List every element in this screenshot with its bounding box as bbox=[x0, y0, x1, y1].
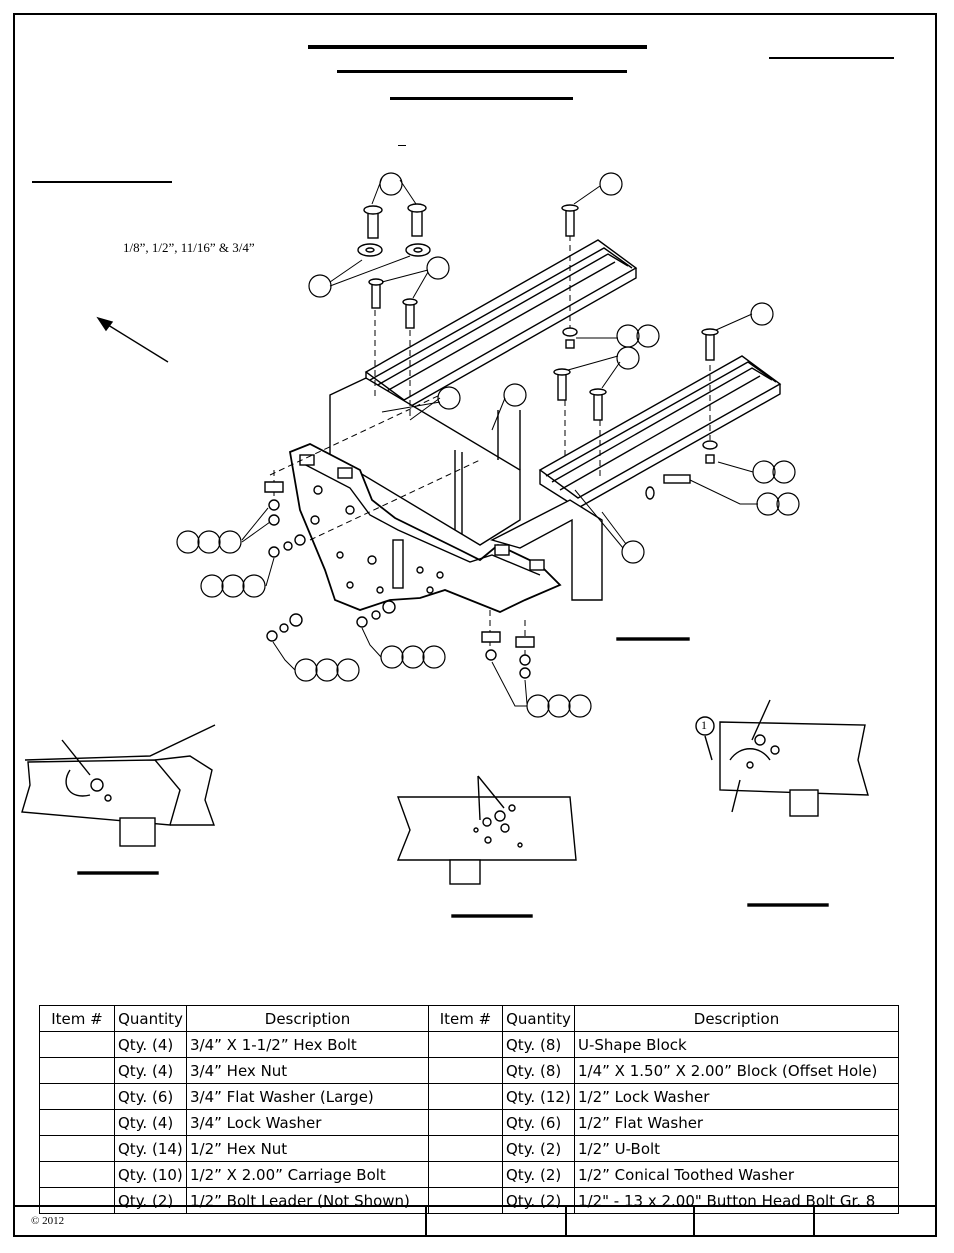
table-cell-item-b bbox=[428, 1057, 503, 1084]
table-cell-desc-a: 1/2” X 2.00” Carriage Bolt bbox=[186, 1161, 429, 1188]
table-cell-qty-a: Qty. (4) bbox=[114, 1057, 187, 1084]
table-cell-qty-b: Qty. (6) bbox=[502, 1109, 575, 1136]
table-cell-item-b bbox=[428, 1031, 503, 1058]
column-header: Description bbox=[186, 1005, 429, 1032]
table-cell-desc-a: 3/4” X 1-1/2” Hex Bolt bbox=[186, 1031, 429, 1058]
table-cell-desc-b: 1/2” Flat Washer bbox=[574, 1109, 899, 1136]
table-cell-qty-b: Qty. (2) bbox=[502, 1135, 575, 1162]
table-cell-qty-a: Qty. (6) bbox=[114, 1083, 187, 1110]
leader-lines bbox=[241, 177, 758, 707]
table-cell-item-b bbox=[428, 1109, 503, 1136]
table-cell-qty-a: Qty. (4) bbox=[114, 1109, 187, 1136]
table-cell-desc-b: U-Shape Block bbox=[574, 1031, 899, 1058]
copyright-text: © 2012 bbox=[15, 1207, 427, 1237]
table-cell-item-a bbox=[39, 1031, 115, 1058]
table-cell-desc-b: 1/4” X 1.50” X 2.00” Block (Offset Hole) bbox=[574, 1057, 899, 1084]
column-header: Item # bbox=[428, 1005, 503, 1032]
table-cell-qty-b: Qty. (8) bbox=[502, 1031, 575, 1058]
table-cell-desc-b: 1/2” Conical Toothed Washer bbox=[574, 1161, 899, 1188]
dash-mark bbox=[398, 145, 406, 146]
tool-sizes-text: 1/8”, 1/2”, 11/16” & 3/4” bbox=[123, 240, 255, 255]
table-cell-item-b bbox=[428, 1187, 503, 1214]
table-cell-qty-b: Qty. (12) bbox=[502, 1083, 575, 1110]
page-border bbox=[13, 13, 937, 1237]
table-cell-qty-a: Qty. (14) bbox=[114, 1135, 187, 1162]
title-rule-1 bbox=[308, 45, 647, 49]
table-cell-desc-a: 3/4” Lock Washer bbox=[186, 1109, 429, 1136]
table-row: Qty. (6)3/4” Flat Washer (Large) Qty. (12… bbox=[39, 1083, 899, 1110]
table-row: Qty. (4)3/4” Lock Washer Qty. (6)1/2” Fla… bbox=[39, 1109, 899, 1136]
title-rule-3 bbox=[390, 97, 573, 100]
table-cell-item-b bbox=[428, 1083, 503, 1110]
table-cell-item-b bbox=[428, 1135, 503, 1162]
table-cell-qty-b: Qty. (8) bbox=[502, 1057, 575, 1084]
table-header-row: Item # Quantity Description Item # Quant… bbox=[39, 1005, 899, 1032]
detail-view-left bbox=[21, 724, 216, 875]
title-block-cell bbox=[815, 1207, 935, 1237]
table-cell-item-a bbox=[39, 1057, 115, 1084]
table-cell-qty-a: Qty. (10) bbox=[114, 1161, 187, 1188]
column-header: Quantity bbox=[114, 1005, 187, 1032]
title-block: © 2012 bbox=[15, 1205, 935, 1237]
front-arrow-icon bbox=[96, 316, 169, 363]
table-cell-qty-a: Qty. (2) bbox=[114, 1187, 187, 1214]
callout-balloons bbox=[176, 172, 800, 718]
hardware bbox=[264, 203, 719, 679]
table-cell-qty-a: Qty. (4) bbox=[114, 1031, 187, 1058]
title-rule-2 bbox=[337, 70, 627, 73]
table-cell-qty-b: Qty. (2) bbox=[502, 1161, 575, 1188]
tools-heading-rule bbox=[32, 181, 172, 183]
detail-view-middle bbox=[396, 775, 577, 918]
table-cell-item-a bbox=[39, 1161, 115, 1188]
column-header: Description bbox=[574, 1005, 899, 1032]
table-cell-item-a bbox=[39, 1109, 115, 1136]
detail-callout-number: 1 bbox=[701, 718, 707, 732]
title-block-cell bbox=[427, 1207, 567, 1237]
hitch-assembly-drawing bbox=[21, 172, 869, 918]
table-row: Qty. (4)3/4” Hex Nut Qty. (8)1/4” X 1.50”… bbox=[39, 1057, 899, 1084]
left-rail bbox=[364, 239, 638, 411]
table-row: Qty. (4)3/4” X 1-1/2” Hex Bolt Qty. (8)U-… bbox=[39, 1031, 899, 1058]
guide-lines bbox=[269, 215, 711, 660]
table-cell-desc-a: 3/4” Hex Nut bbox=[186, 1057, 429, 1084]
view-label-rule bbox=[616, 637, 690, 641]
mounting-bracket bbox=[288, 443, 562, 613]
corner-rule bbox=[769, 57, 894, 59]
column-header: Quantity bbox=[502, 1005, 575, 1032]
table-row: Qty. (14)1/2” Hex Nut Qty. (2)1/2” U-Bolt bbox=[39, 1135, 899, 1162]
table-cell-item-b bbox=[428, 1161, 503, 1188]
table-cell-item-a bbox=[39, 1135, 115, 1162]
table-cell-desc-a: 1/2” Hex Nut bbox=[186, 1135, 429, 1162]
table-cell-desc-b: 1/2” Lock Washer bbox=[574, 1083, 899, 1110]
table-cell-item-a bbox=[39, 1083, 115, 1110]
parts-list-table: Item # Quantity Description Item # Quant… bbox=[39, 1005, 899, 1214]
detail-view-right bbox=[695, 699, 869, 907]
table-cell-desc-b: 1/2” U-Bolt bbox=[574, 1135, 899, 1162]
title-block-cell bbox=[695, 1207, 815, 1237]
column-header: Item # bbox=[39, 1005, 115, 1032]
table-row: Qty. (2)1/2” Bolt Leader (Not Shown)Qty.… bbox=[39, 1187, 899, 1214]
right-rail bbox=[538, 355, 782, 509]
table-cell-desc-a: 3/4” Flat Washer (Large) bbox=[186, 1083, 429, 1110]
title-block-cell bbox=[567, 1207, 695, 1237]
table-row: Qty. (10)1/2” X 2.00” Carriage Bolt Qty. … bbox=[39, 1161, 899, 1188]
